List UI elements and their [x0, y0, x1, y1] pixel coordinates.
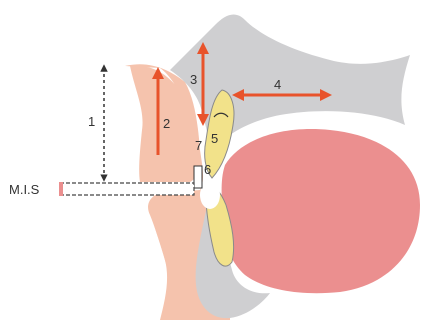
incisor-contact-area [200, 181, 220, 209]
tongue [222, 129, 420, 293]
label-1: 1 [88, 114, 95, 129]
label-mis: M.I.S [9, 182, 40, 197]
mis-bar [60, 183, 194, 195]
label-4: 4 [274, 77, 281, 92]
label-5: 5 [211, 131, 218, 146]
incisor-exposure-marker [194, 166, 202, 188]
label-6: 6 [204, 162, 211, 177]
mis-bar-cap [59, 182, 63, 196]
label-7: 7 [195, 138, 202, 153]
label-3: 3 [190, 72, 197, 87]
label-2: 2 [163, 116, 170, 131]
